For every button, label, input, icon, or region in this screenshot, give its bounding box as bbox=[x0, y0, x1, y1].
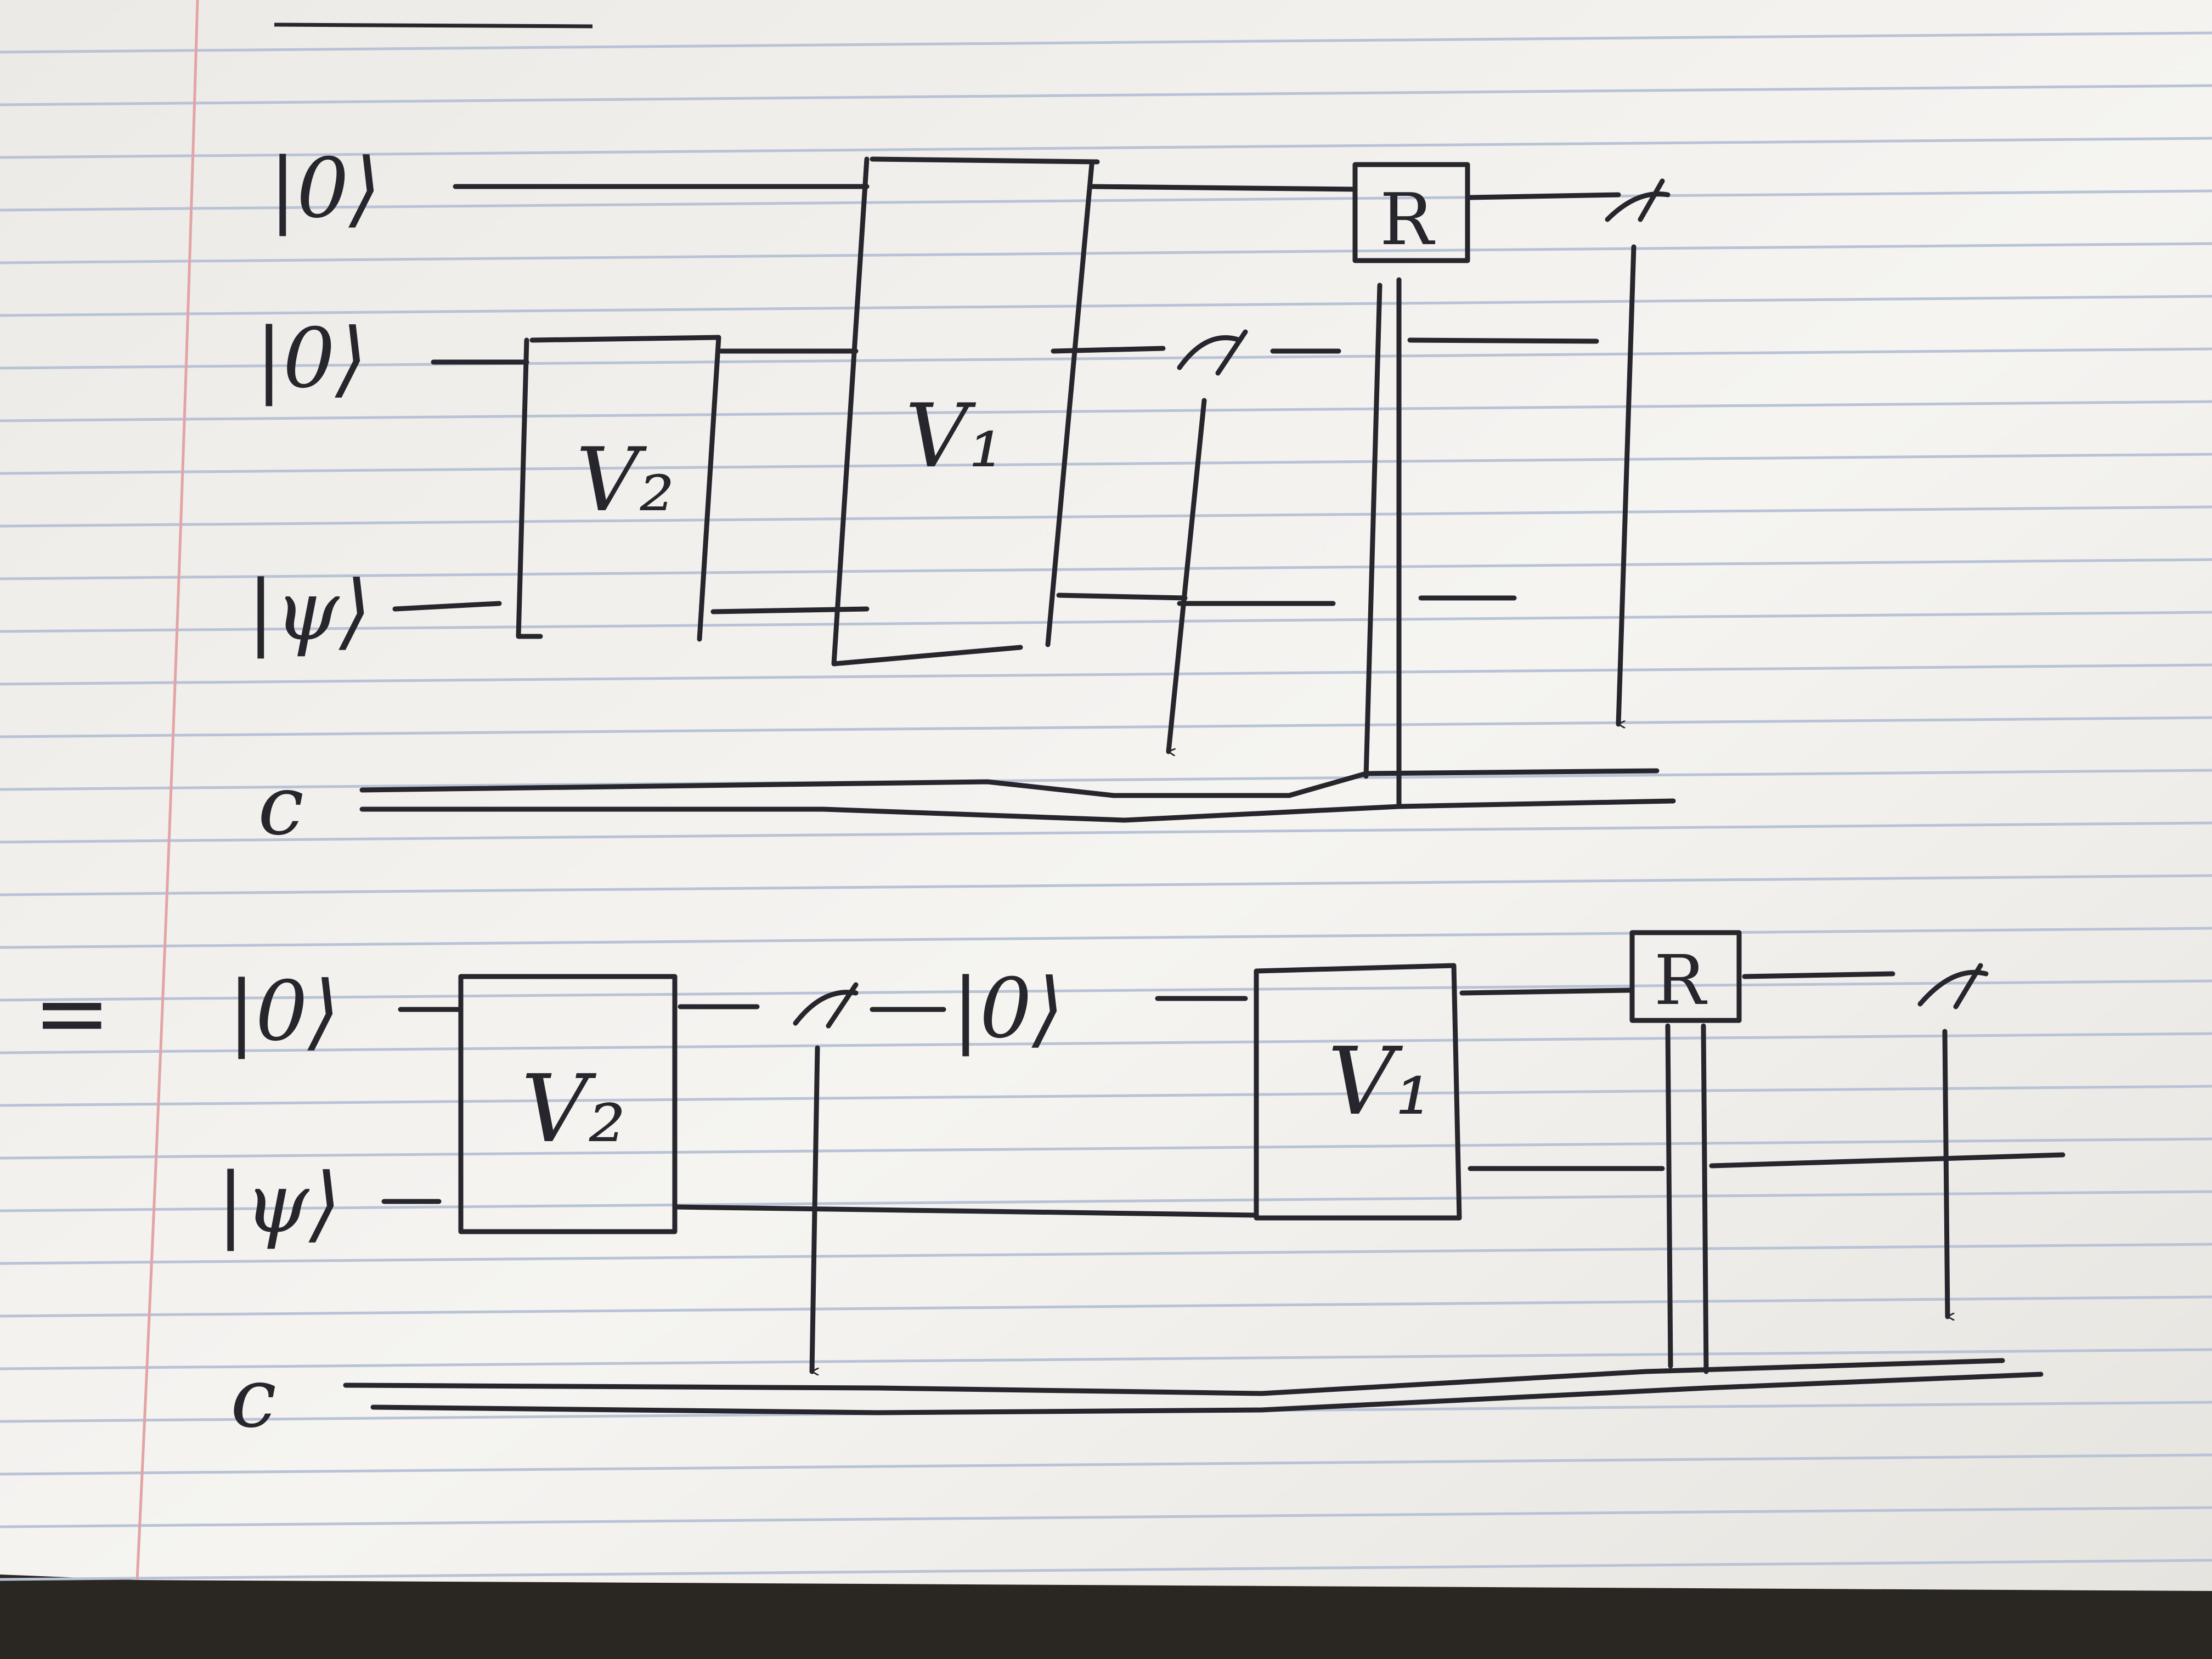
ruled-line bbox=[0, 137, 2212, 159]
equals-sign: = bbox=[33, 959, 111, 1068]
ruled-line bbox=[0, 1453, 2212, 1476]
ruled-line bbox=[0, 1032, 2212, 1054]
ruled-line bbox=[0, 295, 2212, 317]
ruled-line bbox=[0, 1137, 2212, 1160]
top-wire-1 bbox=[453, 184, 1621, 200]
bottom-input-2: |ψ⟩ bbox=[217, 1156, 341, 1251]
top-meter-2-icon bbox=[1605, 178, 1671, 222]
bottom-meter-1-icon bbox=[793, 982, 859, 1029]
ruled-line bbox=[0, 769, 2212, 791]
top-classical-line-1 bbox=[359, 768, 1660, 798]
bottom-meter-2-icon bbox=[1917, 963, 1989, 1009]
top-v1-gate bbox=[831, 156, 1100, 667]
top-meter-1-icon bbox=[1177, 329, 1248, 376]
bottom-wire-1 bbox=[398, 971, 1895, 1012]
ruled-lines bbox=[0, 31, 2212, 1581]
bottom-classical-label: c bbox=[230, 1351, 276, 1446]
top-circuit bbox=[359, 156, 1676, 823]
top-r-label: R bbox=[1380, 178, 1435, 261]
top-classical-line-2 bbox=[359, 798, 1676, 823]
ruled-line bbox=[0, 1506, 2212, 1528]
ruled-line bbox=[0, 453, 2212, 475]
ruled-line bbox=[0, 1348, 2212, 1370]
top-classical-control bbox=[1363, 277, 1402, 809]
ruled-line bbox=[0, 31, 2212, 54]
top-wire-3 bbox=[392, 592, 1517, 614]
top-v2-label: V₂ bbox=[576, 428, 675, 531]
ruled-line bbox=[0, 505, 2212, 528]
top-meter-1-arrow bbox=[1166, 398, 1207, 752]
top-v1-label: V₁ bbox=[905, 385, 1004, 487]
ruled-line bbox=[0, 611, 2212, 633]
ruled-line bbox=[0, 558, 2212, 580]
ruled-line bbox=[0, 1243, 2212, 1265]
top-classical-label: c bbox=[258, 758, 304, 854]
bottom-classical-line-1 bbox=[343, 1358, 2005, 1396]
ruled-line bbox=[0, 84, 2212, 106]
bottom-v2-label: V₂ bbox=[521, 1055, 626, 1164]
ruled-line bbox=[0, 874, 2212, 896]
bottom-classical-line-2 bbox=[370, 1372, 2044, 1415]
ruled-line bbox=[0, 1559, 2212, 1581]
ruled-line bbox=[0, 979, 2212, 1002]
top-input-3: |ψ⟩ bbox=[247, 563, 371, 659]
bottom-meter-1-arrow bbox=[809, 1045, 820, 1372]
ruled-line bbox=[0, 242, 2212, 264]
bottom-circuit bbox=[343, 930, 2066, 1415]
top-r-gate bbox=[1352, 162, 1470, 263]
ruled-line bbox=[0, 1085, 2212, 1107]
ruled-line bbox=[0, 1190, 2212, 1212]
header-line bbox=[274, 22, 593, 29]
bottom-wire-2 bbox=[381, 1152, 2066, 1218]
bottom-meter-2-arrow bbox=[1942, 1029, 1948, 1317]
ruled-line bbox=[0, 189, 2212, 212]
bottom-r-label: R bbox=[1654, 941, 1708, 1020]
ruled-line bbox=[0, 1295, 2212, 1318]
bottom-v1-label: V₁ bbox=[1328, 1028, 1432, 1136]
top-wire-2 bbox=[431, 337, 1599, 365]
ruled-line bbox=[0, 663, 2212, 686]
bottom-circuit-labels: |0⟩ |ψ⟩ c |0⟩ V₂ V₁ R bbox=[217, 941, 1708, 1446]
bottom-r-gate bbox=[1629, 930, 1742, 1023]
bottom-reset-state: |0⟩ bbox=[952, 961, 1064, 1057]
bottom-classical-control bbox=[1665, 1023, 1709, 1374]
ruled-line bbox=[0, 821, 2212, 844]
top-meter-2-arrow bbox=[1616, 244, 1637, 724]
top-v2-gate bbox=[516, 335, 721, 642]
top-input-1: |0⟩ bbox=[269, 141, 381, 236]
ruled-line bbox=[0, 347, 2212, 370]
top-circuit-labels: |0⟩ |0⟩ |ψ⟩ c V₂ V₁ R bbox=[247, 141, 1435, 854]
ruled-line bbox=[0, 400, 2212, 422]
ruled-line bbox=[0, 927, 2212, 949]
bottom-v2-gate bbox=[458, 974, 678, 1234]
margin-line bbox=[136, 0, 199, 1581]
ruled-line bbox=[0, 716, 2212, 738]
bottom-v1-gate bbox=[1254, 963, 1462, 1221]
top-input-2: |0⟩ bbox=[255, 311, 368, 407]
bottom-input-1: |0⟩ bbox=[228, 964, 340, 1059]
